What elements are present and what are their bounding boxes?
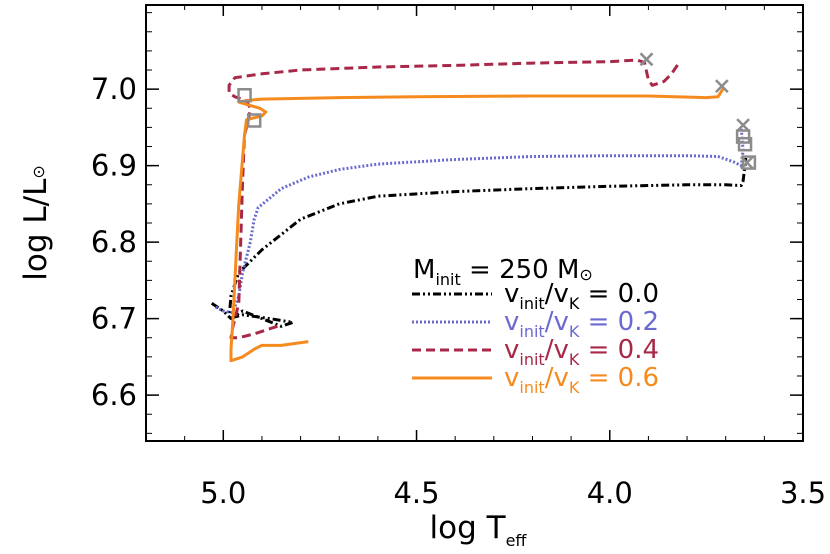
cross-marker <box>639 52 654 67</box>
x-tick-label: 4.5 <box>393 476 439 510</box>
y-tick-label: 6.7 <box>91 302 137 336</box>
y-tick-label: 6.6 <box>91 378 137 412</box>
square-marker <box>741 155 757 170</box>
y-tick-label: 6.9 <box>91 149 137 183</box>
legend-label-0: vinit/vK = 0.0 <box>504 279 659 313</box>
legend-label-2: vinit/vK = 0.4 <box>504 335 659 369</box>
square-marker <box>246 113 262 128</box>
series-line-1 <box>214 127 745 314</box>
markers-layer <box>237 52 757 170</box>
y-tick-label: 6.8 <box>91 225 137 259</box>
cross-marker <box>736 118 750 132</box>
y-axis-title: log L/L⊙ <box>18 165 54 281</box>
y-tick-label: 7.0 <box>91 72 137 106</box>
cross-marker <box>740 155 754 170</box>
x-tick-label: 4.0 <box>587 476 633 510</box>
x-tick-label: 3.5 <box>780 476 826 510</box>
square-marker <box>735 129 751 144</box>
square-marker <box>737 136 753 152</box>
legend-label-1: vinit/vK = 0.2 <box>504 307 659 341</box>
axis-ticks: 5.0 4.5 4.0 3.5 6.6 6.7 6.8 6.9 7.0 <box>91 5 826 510</box>
series-layer <box>210 58 748 363</box>
series-line-3 <box>229 86 726 363</box>
series-line-0 <box>210 157 748 328</box>
legend-header: Minit = 250 M⊙ <box>413 255 593 289</box>
legend-label-3: vinit/vK = 0.6 <box>504 363 659 397</box>
x-tick-label: 5.0 <box>200 476 246 510</box>
x-axis-title: log Teff <box>430 510 528 550</box>
plot-frame <box>145 4 804 442</box>
series-line-2 <box>227 58 681 340</box>
square-marker <box>237 88 252 103</box>
cross-marker <box>714 79 729 93</box>
